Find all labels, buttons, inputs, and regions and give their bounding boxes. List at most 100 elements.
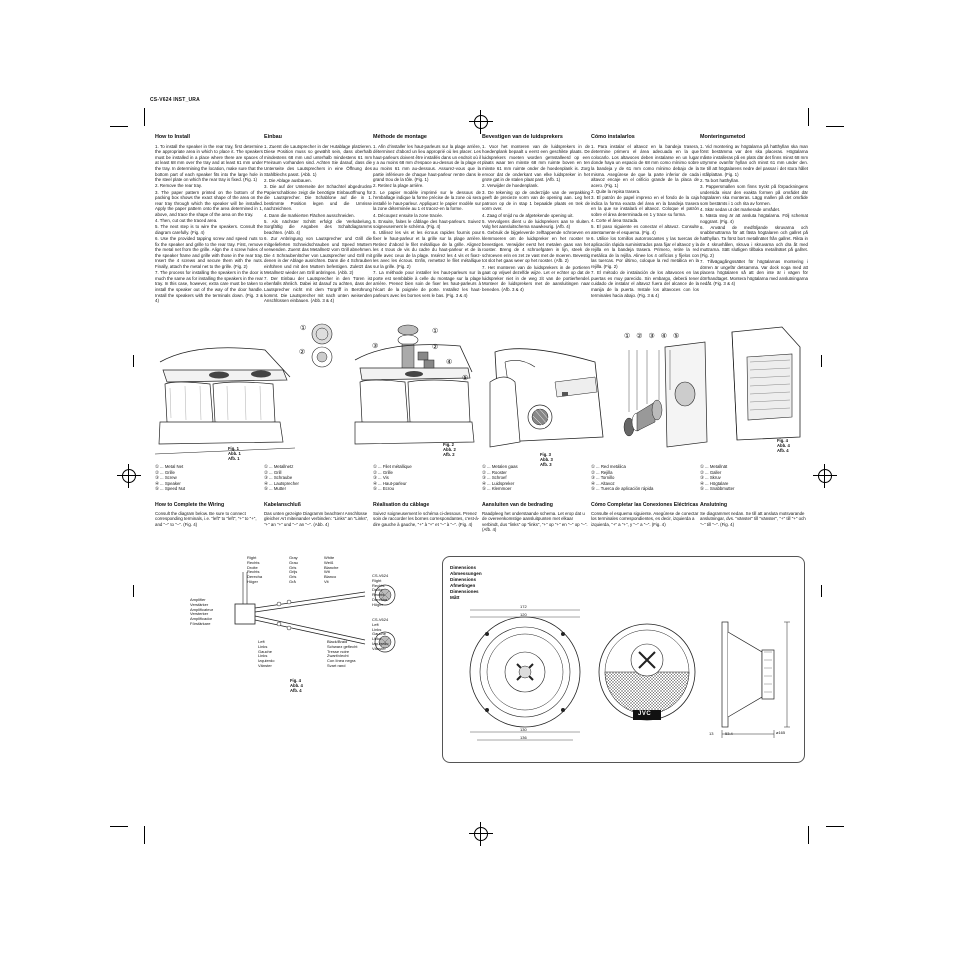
- legend-item: ② ... Rejilla: [591, 469, 613, 475]
- section-text: Consult the diagram below. Be sure to co…: [155, 510, 257, 527]
- install-column-de: Einbau 1. Zuerst die Lautsprecher in der…: [264, 134, 372, 304]
- legend-item: ⑤ ... Klemmoer: [482, 486, 512, 491]
- step: 3. Pappersmallen som finns tryckt på för…: [700, 183, 808, 206]
- figure-3-label: Fig. 3 Abb. 3 Afb. 3: [540, 452, 553, 467]
- wiring-nl: Aansluiten van de bedrading Raadpleeg he…: [482, 502, 590, 533]
- wire-left: Left Links Gauche Links Izquierdo Vänste…: [258, 639, 275, 668]
- step: 2. Verwijder de hoedenplank.: [482, 183, 539, 189]
- step: 4. Zaag of snijd nu de afgetekende openi…: [482, 212, 574, 218]
- callout-2c: ②: [636, 333, 645, 340]
- figure-1-label: Fig. 1 Abb. 1 Afb. 1: [228, 446, 241, 461]
- legend-item: ⑤ ... Speed Nut: [155, 486, 186, 491]
- step: 6. Use the provided tapping screw and sp…: [155, 236, 263, 270]
- step: 1. Para instalar el altavoz en la bandej…: [591, 143, 699, 188]
- section-text: Das unten gezeigte Diagramm beachten! An…: [264, 510, 369, 527]
- step: 3. The paper pattern printed on the bott…: [155, 189, 263, 217]
- legend-item: ③ ... Skruv: [700, 475, 721, 480]
- step: 2. Remove the rear tray.: [155, 183, 203, 189]
- legend-item: ④ ... Lautsprecher: [264, 480, 299, 486]
- install-column-nl: Bevestigen van de luidsprekers 1. Voor h…: [482, 134, 590, 293]
- step: 5. Ensuite, faites le câblage des haut-p…: [373, 218, 481, 230]
- figure-4b-label: Fig. 4 Abb. 4 Afb. 4: [290, 678, 303, 693]
- jvc-logo: JVC: [638, 711, 652, 717]
- step: 7. The process for installing the speake…: [155, 270, 263, 304]
- legend-item: ⑤ ... Tuerca de aplicación rápida: [591, 486, 654, 491]
- legend-item: ① ... Red metálica: [591, 464, 626, 469]
- step: 3. El patrón de papel impreso en el fond…: [591, 195, 699, 217]
- step: 7. Het monteren van de luidsprekers in d…: [482, 264, 590, 292]
- install-column-es: Cómo instalarlos 1. Para instalar el alt…: [591, 134, 699, 299]
- dim-side: 13: [709, 731, 714, 736]
- legend-es: ① ... Red metálica ② ... Rejilla ③ ... T…: [591, 464, 653, 492]
- dim-depth: 53.4: [725, 731, 733, 736]
- figure-4-door-panel: [731, 326, 801, 441]
- callout-3c: ③: [648, 333, 657, 340]
- step: 2. Quite la repisa trasera.: [591, 188, 641, 194]
- figure-2-label: Fig. 2 Abb. 2 Afb. 2: [443, 442, 456, 457]
- dimension-front-view: [469, 609, 581, 741]
- figure-3-exploded-door: [623, 341, 708, 448]
- amplifier-label: Amplifier Verstärker Amplificateur Verst…: [190, 597, 214, 626]
- crop-mark-tl: [127, 108, 145, 126]
- dimensions-title: Dimensions Abmessungen Dimensions Afmeti…: [450, 565, 482, 600]
- side-tick: [821, 585, 822, 597]
- section-title: Anslutning: [700, 502, 728, 508]
- callout-5: ⑤: [462, 375, 469, 382]
- step: 2. Die Ablage ausbauen.: [264, 177, 312, 183]
- dimensions-panel: [442, 556, 805, 763]
- side-tick: [133, 585, 134, 597]
- legend-item: ③ ... Schraube: [264, 475, 293, 480]
- step: 3. De tekening op de onderzijde van de v…: [482, 189, 590, 212]
- callout-2: ②: [299, 349, 306, 356]
- legend-item: ① ... Filet métallique: [373, 464, 412, 469]
- step: 1. To install the speaker in the rear tr…: [155, 143, 263, 183]
- legend-item: ② ... Galler: [700, 469, 722, 475]
- speaker-right-label: CS-V624 Right Rechts Droite Rechts Derec…: [372, 573, 389, 607]
- section-text: Raadpleeg het onderstaande schema. Let e…: [482, 510, 588, 533]
- section-title: How to Complete the Wiring: [155, 502, 225, 508]
- legend-en: ① ... Metal Net ② ... Grille ③ ... Screw…: [155, 464, 185, 492]
- figure-3-door: [489, 348, 604, 448]
- step: 2. Retirez la plage arrière.: [373, 183, 424, 189]
- step: 1. Afin d’installer les haut-parleurs su…: [373, 143, 481, 183]
- registration-mark-left: [117, 464, 141, 488]
- dim-grille: 136: [520, 735, 527, 740]
- wiring-es: Cómo Completar las Conexiones Eléctricas…: [591, 502, 699, 527]
- callout-1c: ①: [624, 333, 633, 340]
- section-text: Consulte el esquema siguiente. Asegúrese…: [591, 510, 699, 527]
- legend-item: ⑤ ... Ecrou: [373, 486, 395, 491]
- step: 6. Använd de medföljande skruvarna och s…: [700, 224, 808, 258]
- step: 2. Ta bort hatthyllan.: [700, 177, 740, 183]
- side-tick: [821, 355, 822, 367]
- dimension-grille-view: [598, 623, 696, 721]
- install-column-fr: Méthode de montage 1. Afin d’installer l…: [373, 134, 481, 299]
- legend-item: ② ... Grill: [264, 469, 282, 475]
- legend-item: ① ... Metal Net: [155, 464, 184, 469]
- legend-item: ② ... Grille: [373, 469, 393, 475]
- section-title: Monteringsmetod: [700, 134, 746, 140]
- legend-item: ③ ... Screw: [155, 475, 177, 480]
- step: 7. La méthode pour installer les haut-pa…: [373, 270, 481, 298]
- step: 3. Die auf der Unterseite der Schachtel …: [264, 183, 372, 212]
- wiring-sv: Anslutning Se diagrammet nedan. Se till …: [700, 502, 808, 527]
- step: 5. Nästa steg är att ansluta högtalarna.…: [700, 213, 808, 224]
- legend-item: ④ ... Luidspreker: [482, 480, 515, 486]
- step: 1. Voor het monteren van de luidsprekers…: [482, 143, 590, 183]
- step: 4. Then, cut out the traced area.: [155, 218, 218, 224]
- wiring-de: Kabelanschluß Das unten gezeigte Diagram…: [264, 502, 372, 527]
- dim-outer: 172: [520, 604, 527, 609]
- step: 5. Vervolgens dient u de luidsprekers aa…: [482, 218, 590, 230]
- speaker-left-label: CS-V624 Left Links Gauche Links Izquierd…: [372, 617, 389, 651]
- install-column-en: How to Install 1. To install the speaker…: [155, 134, 263, 304]
- section-title: Méthode de montage: [373, 134, 427, 140]
- model-header: CS-V624 INST_URA: [150, 97, 200, 103]
- section-title: Kabelanschluß: [264, 502, 301, 508]
- callout-3: ③: [372, 343, 379, 350]
- registration-mark-bottom: [469, 822, 493, 846]
- callout-4: ④: [446, 359, 453, 366]
- callout-5c: ⑤: [672, 333, 682, 340]
- section-title: Cómo Completar las Conexiones Eléctricas: [591, 502, 699, 508]
- step: 6. Gebruik de bijgeleverde zelftappende …: [482, 230, 590, 264]
- legend-item: ⑤ ... Mutter: [264, 486, 286, 491]
- dim-hole: 120: [520, 612, 527, 617]
